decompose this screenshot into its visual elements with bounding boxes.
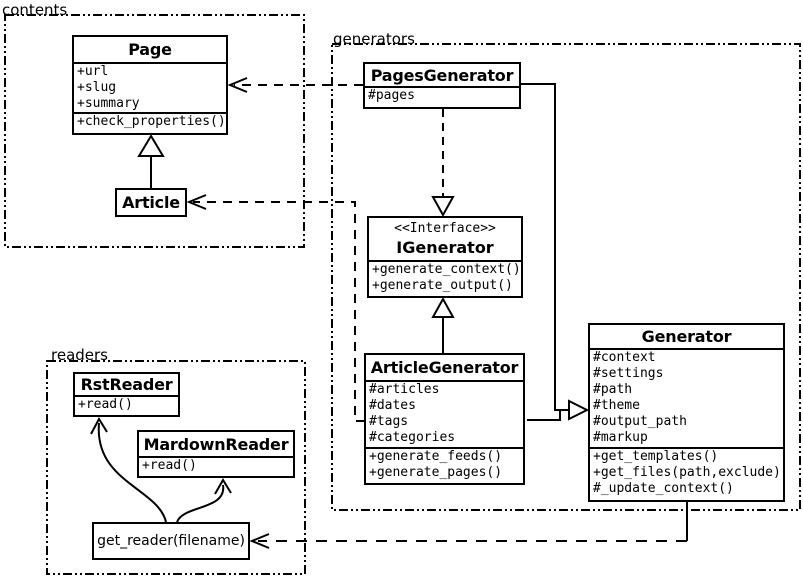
open-arrowhead-icon xyxy=(90,416,108,435)
method: +generate_context() xyxy=(372,262,521,277)
class-igenerator-stereotype: <<Interface>> xyxy=(394,221,496,236)
open-arrowhead-icon xyxy=(214,478,232,495)
package-label-readers: readers xyxy=(51,346,108,364)
function-get-reader-label: get_reader(filename) xyxy=(97,533,245,549)
class-mardownreader-methods: +read() xyxy=(139,456,293,476)
method: +get_templates() xyxy=(593,449,719,464)
open-arrowhead-icon xyxy=(227,77,248,93)
attribute: #output_path xyxy=(593,414,687,429)
class-page: Page +url +slug +summary +check_properti… xyxy=(72,35,228,135)
class-rstreader-name: RstReader xyxy=(80,375,173,394)
inheritance-articlegenerator-to-igenerator xyxy=(431,296,455,353)
class-generator-methods: +get_templates() +get_files(path,exclude… xyxy=(590,447,783,500)
open-arrowhead-icon xyxy=(249,533,270,549)
class-articlegenerator-attributes: #articles #dates #tags #categories xyxy=(366,380,523,447)
class-mardownreader-name: MardownReader xyxy=(143,434,289,454)
attribute: #categories xyxy=(369,430,456,445)
package-readers-border xyxy=(46,360,306,575)
class-pagesgenerator: PagesGenerator #pages xyxy=(363,62,521,109)
attribute: +summary xyxy=(77,96,140,111)
method: +check_properties() xyxy=(77,114,226,129)
hollow-triangle-icon xyxy=(431,296,455,318)
attribute: #path xyxy=(593,382,633,397)
dependency-pagesgenerator-to-page xyxy=(227,77,363,93)
attribute: #articles xyxy=(369,382,440,397)
class-page-methods: +check_properties() xyxy=(74,112,226,133)
attribute: +url xyxy=(77,64,109,79)
hollow-triangle-icon xyxy=(431,196,455,218)
attribute: #settings xyxy=(593,366,664,381)
class-article: Article xyxy=(115,188,187,217)
package-generators-border xyxy=(331,43,801,511)
class-articlegenerator-methods: +generate_feeds() +generate_pages() xyxy=(366,447,523,483)
attribute: #theme xyxy=(593,398,640,413)
method: +read() xyxy=(142,458,197,473)
hollow-triangle-icon xyxy=(568,399,590,421)
class-igenerator-name: IGenerator xyxy=(396,238,494,257)
package-label-generators: generators xyxy=(333,30,415,48)
attribute: #pages xyxy=(368,88,415,103)
attribute: #context xyxy=(593,350,656,365)
inheritance-to-generator xyxy=(521,83,590,421)
class-generator: Generator #context #settings #path #them… xyxy=(588,323,785,502)
class-igenerator: <<Interface>> IGenerator +generate_conte… xyxy=(367,216,523,298)
dependency-articlegenerator-to-article xyxy=(186,194,365,422)
class-pagesgenerator-attributes: #pages xyxy=(365,86,519,107)
inheritance-article-to-page xyxy=(137,134,165,188)
arrow-getreader-to-rstreader xyxy=(90,416,167,523)
dependency-generator-to-getreader xyxy=(249,502,688,549)
class-igenerator-methods: +generate_context() +generate_output() xyxy=(369,260,521,296)
class-pagesgenerator-name: PagesGenerator xyxy=(370,65,514,85)
attribute: #dates xyxy=(369,398,416,413)
arrow-getreader-to-mardownreader xyxy=(176,478,232,523)
attribute: #markup xyxy=(593,430,648,445)
function-get-reader: get_reader(filename) xyxy=(92,522,250,560)
method: #_update_context() xyxy=(593,481,734,496)
class-rstreader: RstReader +read() xyxy=(73,372,180,417)
method: +generate_output() xyxy=(372,278,513,293)
class-page-name: Page xyxy=(128,40,172,59)
open-arrowhead-icon xyxy=(186,194,207,210)
method: +generate_pages() xyxy=(369,465,503,480)
package-label-contents: contents xyxy=(2,1,68,19)
method: +get_files(path,exclude) xyxy=(593,465,781,480)
method: +generate_feeds() xyxy=(369,449,503,464)
class-igenerator-header: <<Interface>> IGenerator xyxy=(369,218,521,260)
attribute: #tags xyxy=(369,414,409,429)
class-generator-attributes: #context #settings #path #theme #output_… xyxy=(590,348,783,447)
class-articlegenerator: ArticleGenerator #articles #dates #tags … xyxy=(364,353,525,485)
class-articlegenerator-name: ArticleGenerator xyxy=(370,358,519,377)
realization-pagesgenerator-to-igenerator xyxy=(431,109,455,218)
hollow-triangle-icon xyxy=(137,134,165,157)
class-generator-name: Generator xyxy=(641,327,732,346)
class-mardownreader: MardownReader +read() xyxy=(137,430,295,478)
method: +read() xyxy=(78,397,133,412)
class-article-name: Article xyxy=(122,193,180,212)
class-page-attributes: +url +slug +summary xyxy=(74,62,226,112)
package-contents-border xyxy=(4,14,305,248)
attribute: +slug xyxy=(77,80,117,95)
class-rstreader-methods: +read() xyxy=(75,395,178,415)
